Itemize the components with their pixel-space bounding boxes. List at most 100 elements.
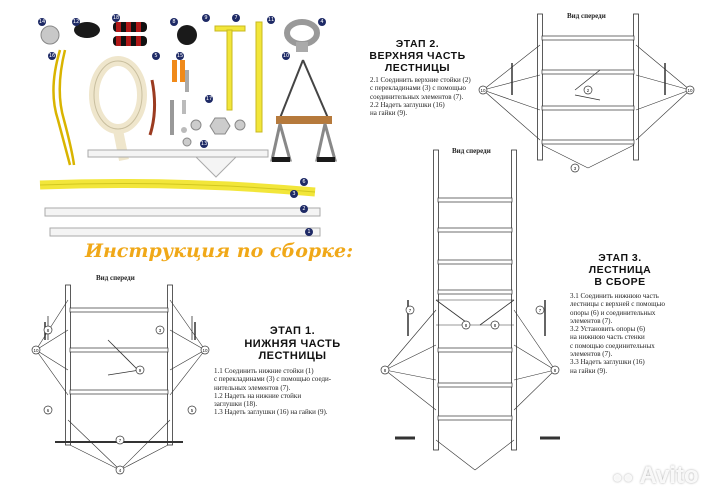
brace-line [119, 444, 169, 471]
ball-part [40, 25, 60, 45]
stage1-right-post [167, 284, 173, 446]
stage1-step: заглушки (18). [214, 400, 258, 409]
stage1-callout [187, 405, 197, 415]
brace-line [67, 419, 121, 471]
stage1-left-post [65, 284, 71, 446]
eye-bolt-part [284, 19, 320, 52]
stage1-rung [69, 347, 169, 353]
brace-line [384, 369, 437, 381]
stage2-title-line: ВЕРХНЯЯ ЧАСТЬ [369, 50, 466, 62]
stage3-rung [437, 415, 513, 421]
stage3-title-line: ЛЕСТНИЦА [588, 264, 652, 276]
stage1-step: 1.3 Надеть заглушки (16) на гайки (9). [214, 408, 328, 417]
callout-number: 3 [159, 328, 162, 333]
diagram-line [479, 299, 515, 326]
stage2-step: с перекладинами (3) с помощью [370, 84, 467, 93]
brace-line [35, 349, 69, 371]
stage1-view-label: Вид спереди [96, 274, 135, 282]
part-number-badge: 11 [267, 16, 275, 24]
stage1-callout [115, 465, 125, 475]
stage3-callout [535, 305, 545, 315]
brace-line [635, 44, 691, 91]
stage3-callout [405, 305, 415, 315]
assembly-heading: Инструкция по сборке: [85, 240, 354, 262]
brace-line [69, 444, 121, 471]
diagram-line [107, 369, 141, 376]
brace-line [635, 89, 691, 111]
stage2-rung [541, 69, 635, 75]
white-crossbar-part [87, 149, 269, 178]
part-number-badge: 14 [38, 18, 46, 26]
stage3-instructions: 3.1 Соединить нижнюю часть лестницы с ве… [570, 292, 690, 375]
part-number-badge: 1 [305, 228, 313, 236]
callout-number: 8 [465, 323, 468, 328]
brace-line [635, 89, 691, 141]
screws-part [170, 100, 246, 147]
stage2-left-post [537, 13, 543, 161]
stage2-callout [478, 85, 488, 95]
callout-number: 7 [119, 438, 122, 443]
stage3-rung [437, 347, 513, 353]
stage2-rung [541, 35, 635, 41]
avito-watermark: ●● Avito [612, 462, 699, 490]
brace-line [482, 89, 541, 111]
stage1-rung [69, 389, 169, 395]
white-tube-2-part [49, 227, 321, 237]
brace-line [35, 349, 69, 396]
stage1-title: ЭТАП 1. НИЖНЯЯ ЧАСТЬ ЛЕСТНИЦЫ [235, 325, 350, 363]
stage3-step: опоры (6) и соединительных [570, 308, 656, 317]
callout-number: 5 [191, 408, 194, 413]
stage3-step: 3.1 Соединить нижнюю часть [570, 292, 659, 300]
stage2-step: на гайки (9). [370, 109, 408, 118]
stage3-step: элементов (7). [570, 316, 613, 325]
stage3-callout [461, 320, 471, 330]
stage1-callout [43, 405, 53, 415]
brace-line [474, 439, 515, 471]
white-tube-1-part [44, 207, 321, 217]
stage1-step: 1.2 Надеть на нижние стойки [214, 391, 302, 400]
stage2-rung [541, 139, 635, 145]
stage1-step: нительных элементов (7). [214, 383, 291, 392]
stage1-instructions: 1.1 Соединить нижние стойки (1) с перекл… [214, 367, 362, 417]
part-number-badge: 16 [48, 52, 56, 60]
brace-line [482, 89, 541, 141]
callout-number: 10 [687, 88, 693, 93]
part-number-badge: 12 [72, 18, 80, 26]
brace-line [169, 349, 206, 371]
callout-number: 10 [202, 348, 208, 353]
stage1-callout [115, 435, 125, 445]
part-number-badge: 17 [205, 95, 213, 103]
strap-part [148, 79, 157, 136]
brace-line [541, 144, 589, 169]
brace-line [587, 144, 635, 169]
stage1-title-line: НИЖНЯЯ ЧАСТЬ [244, 337, 341, 350]
part-number-badge: 10 [282, 52, 290, 60]
stage2-callout [685, 85, 695, 95]
stage3-title-line: В СБОРЕ [594, 276, 646, 288]
stage3-rung [437, 197, 513, 203]
diagram-line [435, 299, 471, 326]
diagram-line [574, 94, 601, 101]
stage2-step: соединительных элементов (7). [370, 92, 464, 101]
part-number-badge: 7 [232, 14, 240, 22]
stage1-callout [155, 325, 165, 335]
stage2-title-line: ЭТАП 2. [395, 38, 440, 50]
stage1-callout [43, 325, 53, 335]
callout-number: 8 [554, 368, 557, 373]
brace-line [35, 329, 69, 351]
stage2-callout [583, 85, 593, 95]
stage1-step: с перекладинами (3) с помощью соеди- [214, 375, 332, 384]
brace-line [384, 369, 437, 411]
stage2-step: 2.1 Соединить верхние стойки (2) [370, 76, 471, 84]
callout-number: 4 [119, 468, 122, 473]
trapeze-part [270, 59, 337, 162]
stage3-title-line: ЭТАП 3. [598, 252, 642, 264]
avito-logo-icon: ●● [612, 467, 634, 487]
brace-line [384, 309, 437, 371]
stage2-instructions: 2.1 Соединить верхние стойки (2) с перек… [370, 76, 490, 117]
stage2-right-post [633, 13, 639, 161]
orange-bolts-part [172, 60, 189, 92]
stage3-rung [437, 289, 513, 295]
